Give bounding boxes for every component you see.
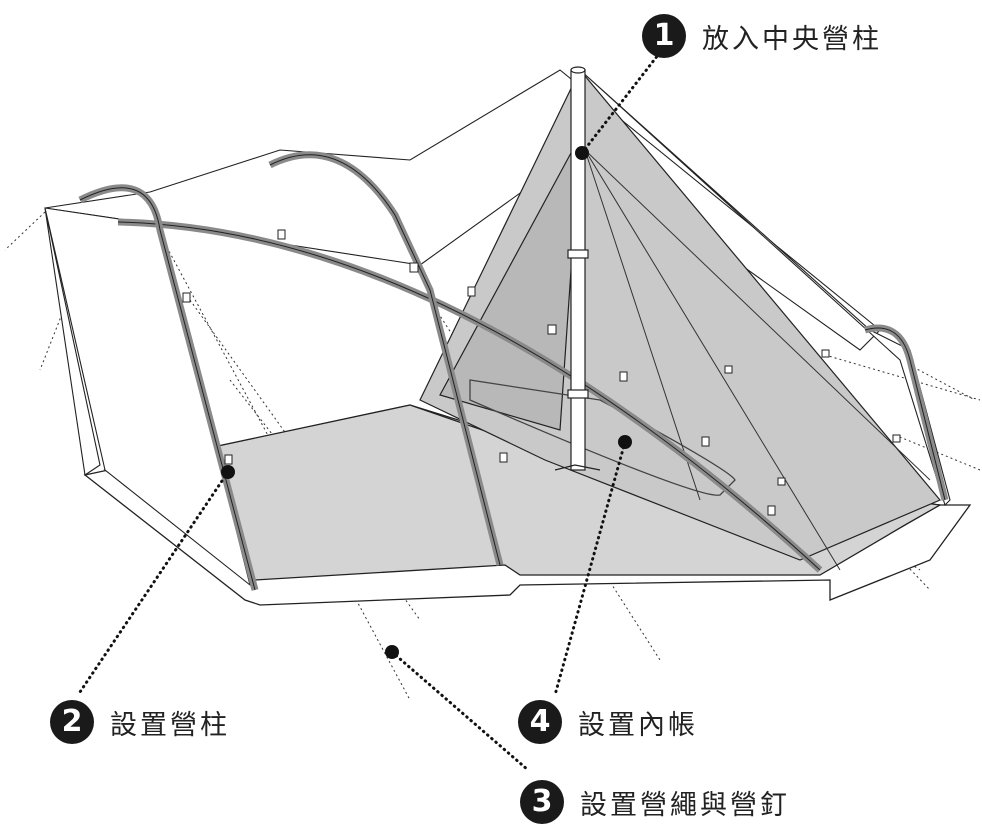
central-pole <box>554 66 601 471</box>
callout-anchors <box>221 146 632 659</box>
pole-clips <box>182 229 901 516</box>
callout-label-3: 設置營繩與營釘 <box>580 789 790 821</box>
callout-label-4: 設置內帳 <box>578 709 698 741</box>
callout-label-1: 放入中央營柱 <box>702 23 882 55</box>
callout-leaders <box>78 53 660 772</box>
callout-3: 3 設置營繩與營釘 <box>520 780 790 824</box>
callout-4: 4 設置內帳 <box>518 700 698 744</box>
callout-number-3: 3 <box>520 780 564 824</box>
callout-number-4: 4 <box>518 700 562 744</box>
callout-label-2: 設置營柱 <box>110 709 230 741</box>
anchor-dot-4 <box>618 435 632 449</box>
callout-1: 1 放入中央營柱 <box>642 14 882 58</box>
callout-number-1: 1 <box>642 14 686 58</box>
arch-poles <box>78 151 949 591</box>
anchor-dot-2 <box>221 465 235 479</box>
fly-panels <box>44 69 951 587</box>
anchor-dot-1 <box>575 146 589 160</box>
callout-2: 2 設置營柱 <box>50 700 230 744</box>
anchor-dot-3 <box>385 645 399 659</box>
callout-number-2: 2 <box>50 700 94 744</box>
